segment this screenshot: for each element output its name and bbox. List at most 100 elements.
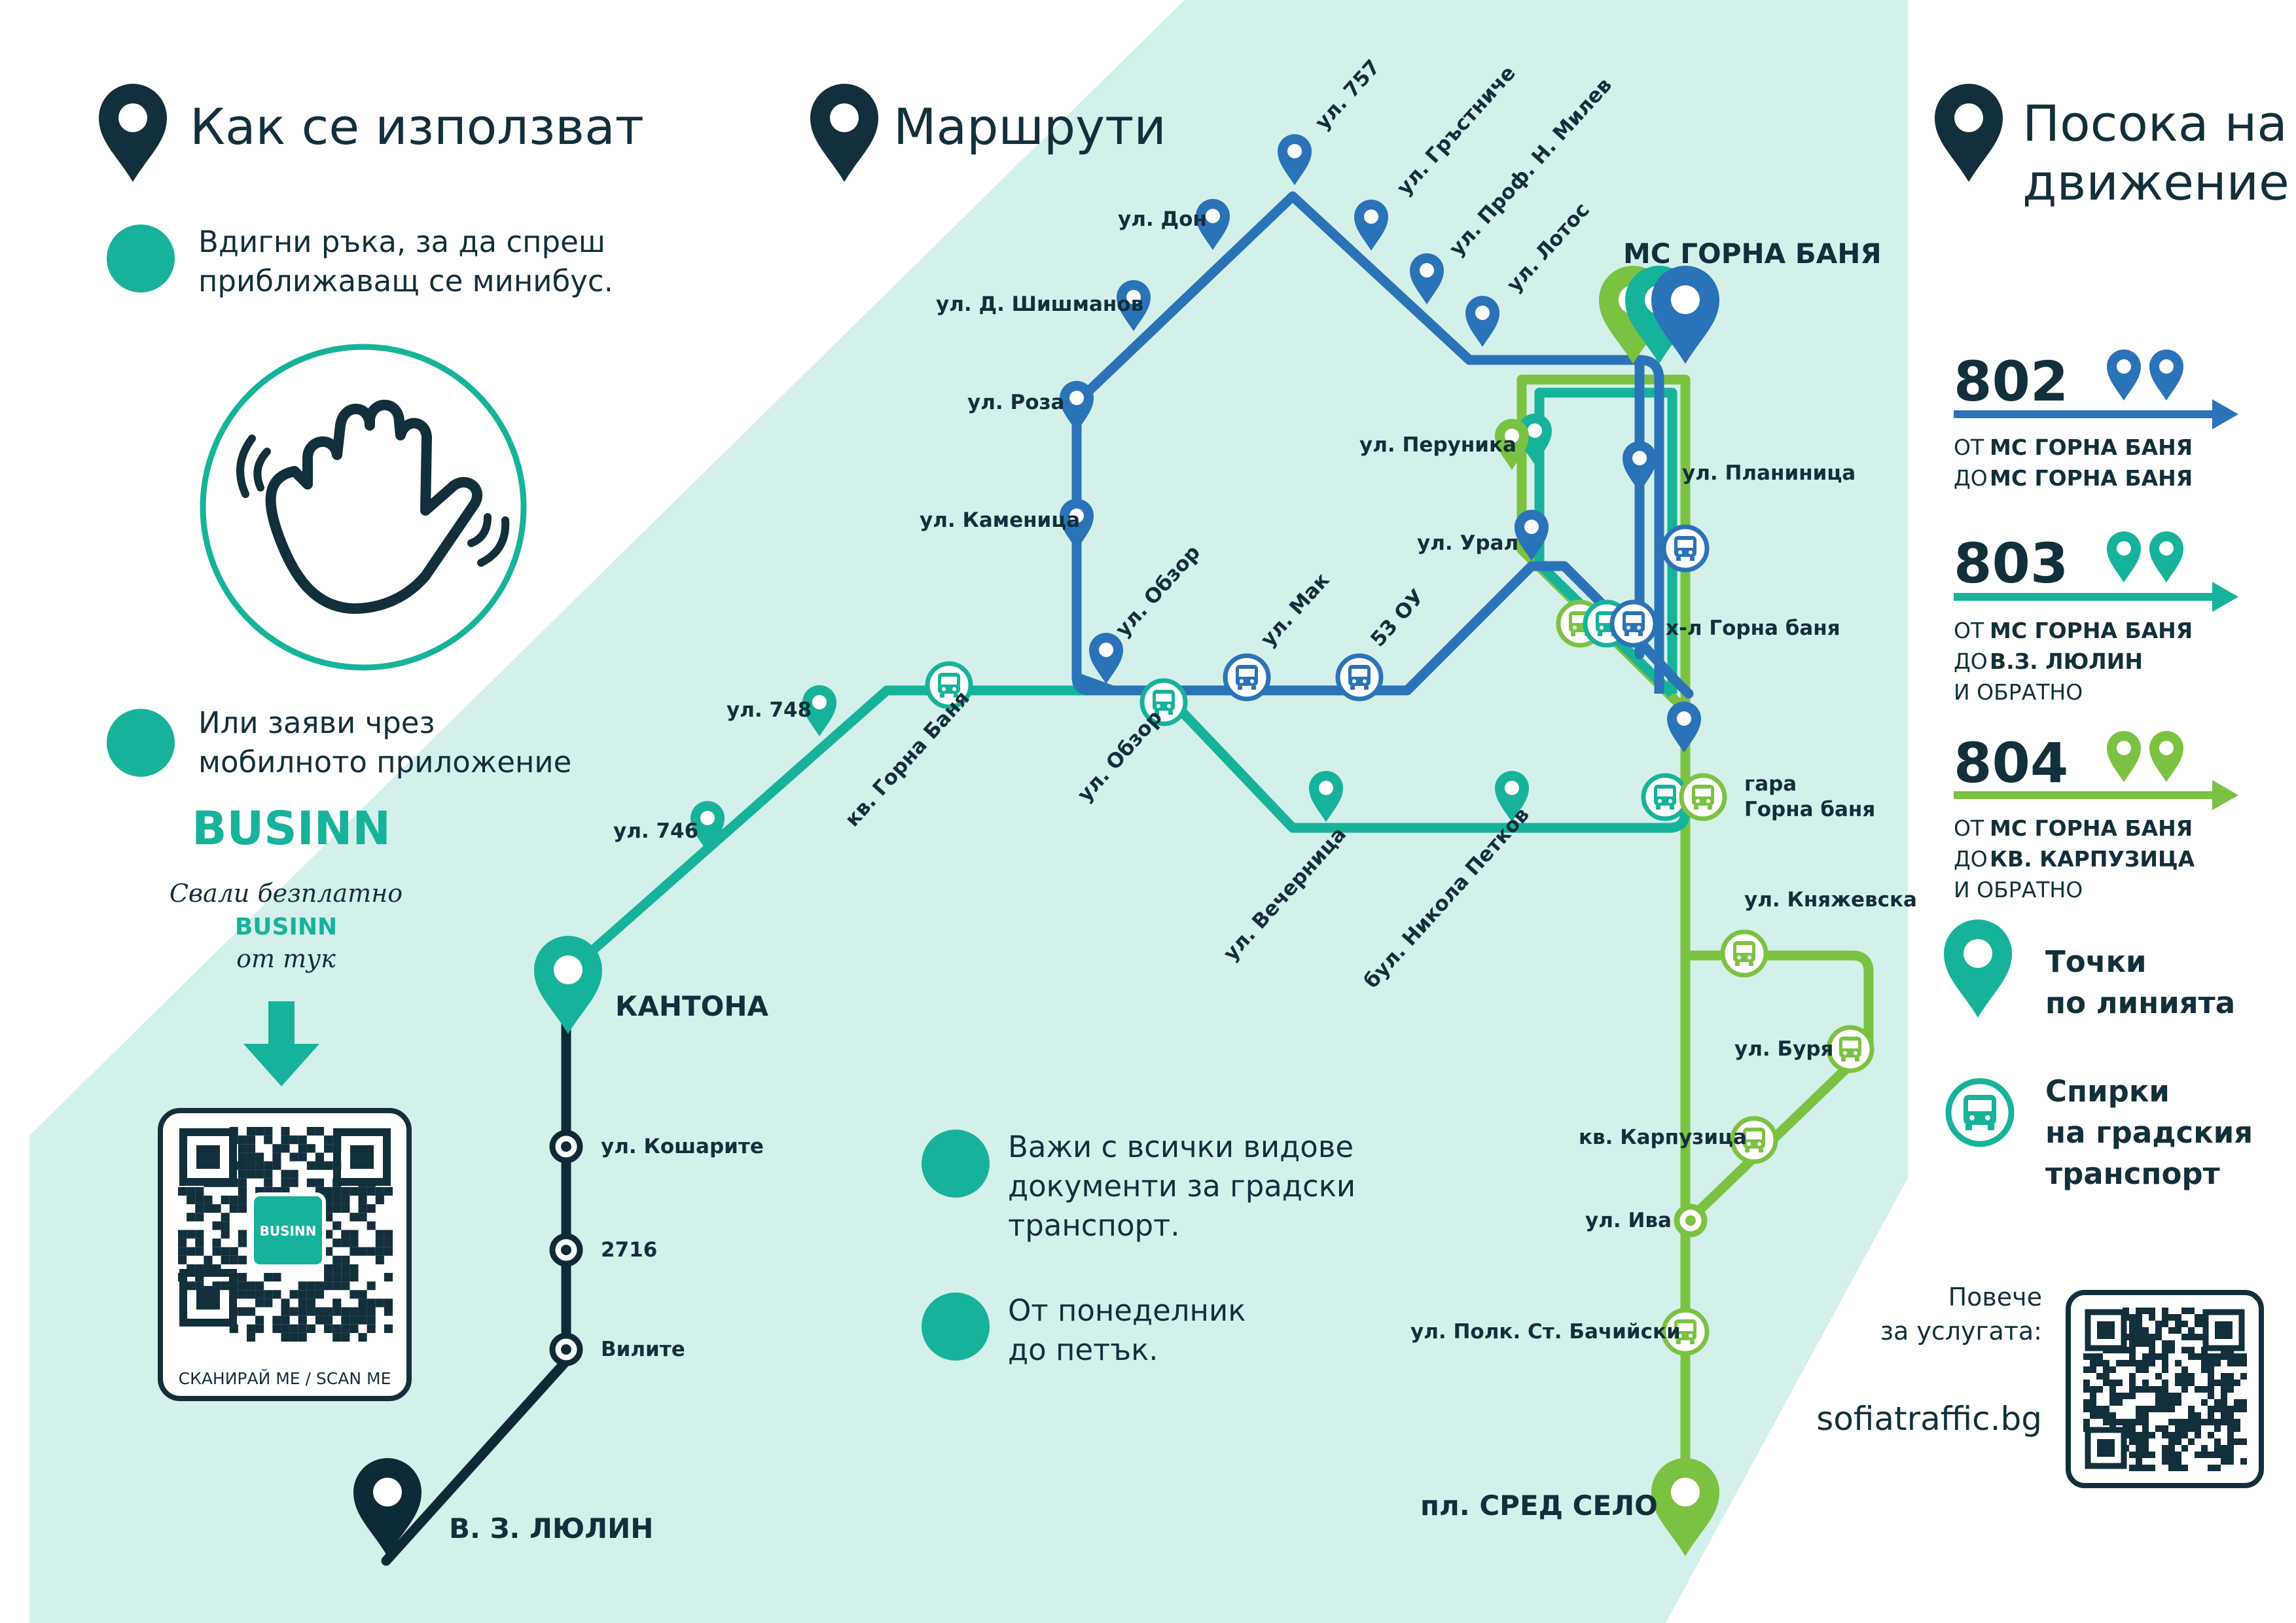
qr-module [332,1186,342,1196]
stop-kosharite [552,1133,580,1160]
qr-module [238,1307,247,1316]
qr-module [2136,1432,2142,1438]
more-info-line1: Повече [1948,1283,2042,1311]
qr-module [246,1144,256,1153]
route-804-number: 804 [1954,731,2068,795]
qr-module [315,1161,325,1170]
qr-module [2129,1373,2136,1380]
qr-module [2162,1458,2168,1465]
qr-module [255,1152,264,1162]
route-803-number: 803 [1954,531,2068,596]
qr-module [298,1298,307,1308]
note1-line1: Важи с всички видове [1008,1130,1354,1164]
qr-module [324,1247,333,1256]
qr-module [306,1127,315,1136]
qr-module [2142,1386,2149,1393]
qr-module [2221,1419,2227,1425]
qr-module [2234,1419,2240,1425]
qr-module [2162,1314,2168,1321]
qr-module [238,1281,247,1291]
qr-module [2109,1419,2116,1425]
qr-module [2129,1393,2136,1399]
bullet-1 [107,224,175,293]
qr-module [332,1281,342,1291]
qr-module [178,1186,187,1196]
qr-module [2175,1360,2181,1366]
qr-module [255,1298,264,1308]
qr-module [298,1135,307,1145]
qr-module [2155,1373,2162,1380]
qr-module [2227,1432,2234,1438]
heading-pin-icon-3 [1935,84,2003,182]
qr-module [306,1161,315,1170]
arrow-down-icon [243,1001,319,1086]
qr-module [264,1273,273,1282]
qr-module [375,1186,384,1196]
qr-module [2136,1360,2142,1366]
qr-module [341,1281,350,1291]
qr-module [2123,1360,2129,1366]
qr-module [2175,1465,2181,1471]
qr-module [2181,1308,2188,1314]
qr-module [2142,1452,2149,1458]
qr-module [2109,1393,2116,1399]
qr-module [246,1281,256,1291]
qr-module [2181,1347,2188,1353]
qr-module [350,1213,359,1222]
qr-module [2096,1353,2103,1360]
website-link[interactable]: sofiatraffic.bg [1816,1400,2042,1438]
qr-module [2096,1373,2103,1380]
qr-module [367,1324,376,1333]
stop-2716 [552,1236,580,1264]
qr-module [2136,1321,2142,1327]
qr-module [2188,1438,2195,1445]
qr-module [2227,1438,2234,1445]
qr-module [2168,1347,2175,1353]
qr-module [2090,1412,2096,1419]
legend-points-line1: Точки [2045,944,2147,979]
qr-module [221,1281,230,1291]
qr-module [2103,1373,2109,1380]
qr-module [315,1152,325,1162]
qr-module [298,1324,307,1333]
qr-module [2083,1419,2090,1425]
qr-module [2149,1432,2155,1438]
qr-module [2240,1458,2247,1465]
qr-module [2188,1327,2195,1334]
qr-module [246,1161,256,1170]
qr-module [178,1247,187,1256]
qr-module [2149,1314,2155,1321]
qr-module [2162,1386,2168,1393]
qr-module [2116,1360,2123,1366]
qr-module [2227,1419,2234,1425]
qr-module [2168,1406,2175,1412]
route-804-to-prefix: ДО [1954,846,1988,872]
qr-module [2234,1438,2240,1445]
qr-module [2168,1393,2175,1399]
qr-code-businn[interactable]: BUSINN СКАНИРАЙ МЕ / SCAN ME [158,1108,412,1401]
qr-module [2188,1334,2195,1340]
qr-module [2208,1360,2214,1366]
qr-module [212,1221,221,1230]
qr-module [298,1152,307,1162]
qr-module [306,1298,315,1308]
qr-module [2142,1425,2149,1432]
qr-code-sofiatraffic[interactable] [2066,1290,2264,1488]
qr-module [2142,1445,2149,1452]
qr-module [2155,1353,2162,1360]
qr-module [238,1135,247,1145]
qr-module [2221,1353,2227,1360]
qr-module [375,1230,384,1239]
qr-module [2162,1393,2168,1399]
bus-stop-53-ou [1338,656,1381,699]
qr-module [2240,1438,2247,1445]
qr-module [229,1195,238,1205]
qr-module [238,1195,247,1205]
qr-module [2214,1419,2221,1425]
qr-module [272,1273,281,1282]
qr-module [289,1324,298,1333]
qr-module [2208,1353,2214,1360]
qr-module [281,1169,290,1179]
qr-module [272,1324,281,1333]
qr-module [358,1298,367,1308]
